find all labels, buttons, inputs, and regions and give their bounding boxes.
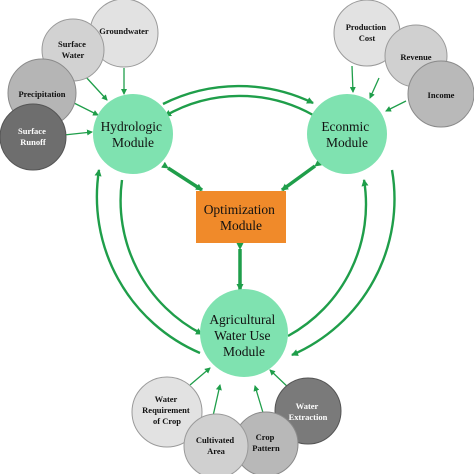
link-hydro-optimization: [161, 161, 203, 192]
outer-arc-econ-to-agri: [291, 169, 396, 357]
cultivated-area-label: Cultivated Area: [196, 435, 236, 456]
hydrologic-module-label: Hydrologic Module: [101, 119, 166, 150]
hydrologic-inputs: Groundwater Surface Water Precipitation …: [0, 0, 159, 171]
economic-module-label: Econmic Module: [321, 119, 372, 150]
inner-arc-econ-to-hydro: [164, 94, 314, 118]
surface-runoff-label: Surface Runoff: [18, 126, 48, 147]
input-surface-runoff: Surface Runoff: [0, 103, 67, 171]
hydrologic-module: Hydrologic Module: [93, 94, 173, 174]
optimization-module-label: Optimization Module: [204, 202, 279, 233]
optimization-links: [161, 159, 322, 291]
economic-inputs: Production Cost Revenue Income: [333, 0, 474, 128]
agricultural-inputs: Water Extraction Water Requirement of Cr…: [131, 376, 342, 474]
input-arrows: [63, 65, 407, 417]
agricultural-module: Agricultural Water Use Module: [200, 289, 288, 377]
inner-arc-hydro-to-agri: [119, 179, 203, 336]
agricultural-module-label: Agricultural Water Use Module: [209, 312, 278, 359]
input-income: Income: [407, 60, 474, 128]
cycle-arrows: [94, 84, 396, 357]
link-econ-optimization: [280, 159, 322, 192]
precipitation-label: Precipitation: [18, 89, 65, 99]
crop-pattern-label: Crop Pattern: [252, 432, 280, 453]
outer-arc-agri-to-hydro: [94, 169, 201, 355]
production-cost-label: Production Cost: [346, 22, 389, 43]
input-water-requirement: Water Requirement of Crop: [131, 376, 203, 448]
input-cultivated-area: Cultivated Area: [183, 413, 249, 474]
outer-arc-hydro-to-econ: [162, 84, 314, 106]
revenue-label: Revenue: [400, 52, 431, 62]
groundwater-label: Groundwater: [99, 26, 149, 36]
inner-arc-agri-to-econ: [287, 179, 369, 338]
economic-module: Econmic Module: [307, 94, 387, 174]
water-extraction-label: Water Extraction: [289, 401, 328, 422]
income-label: Income: [428, 90, 455, 100]
optimization-module: Optimization Module: [196, 191, 286, 243]
water-requirement-label: Water Requirement of Crop: [142, 394, 192, 426]
surface-water-label: Surface Water: [58, 39, 88, 60]
